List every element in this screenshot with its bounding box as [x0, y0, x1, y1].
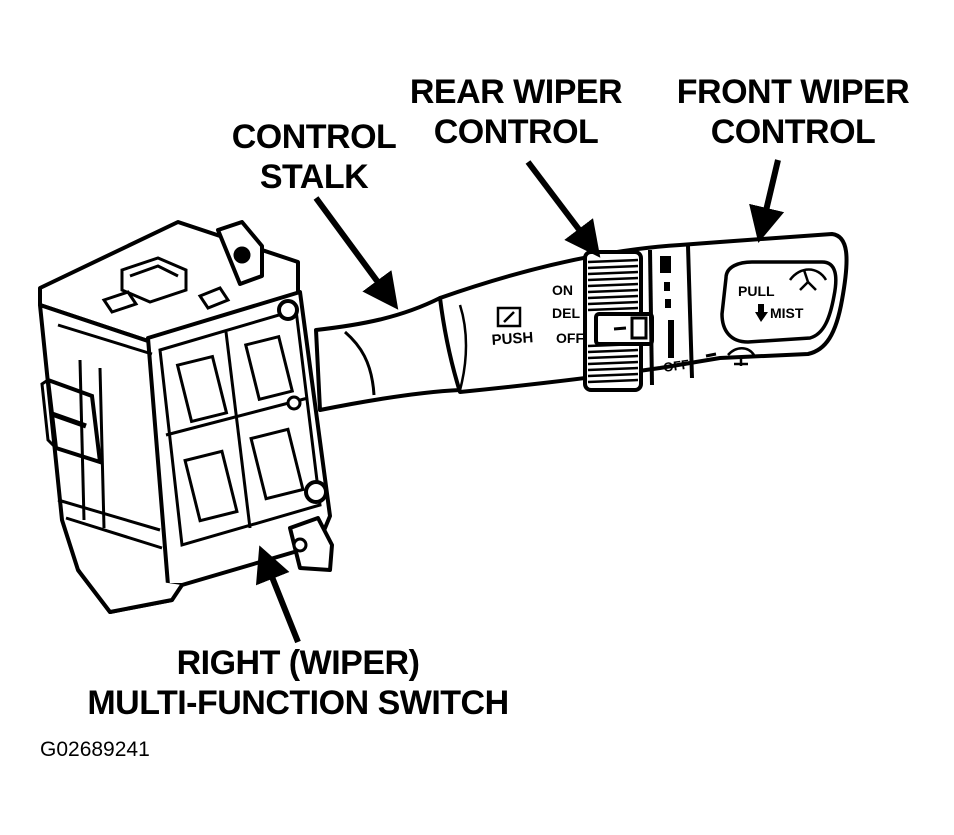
- figure-id: G02689241: [40, 738, 150, 761]
- arrow-rear-wiper: [525, 160, 601, 258]
- del-marking: DEL: [552, 305, 580, 321]
- switch-details: [40, 246, 328, 553]
- off-rear-marking: OFF: [556, 330, 584, 346]
- rear-wiper-ring: [583, 250, 654, 392]
- front-wiper-band: [648, 245, 717, 386]
- rear-window-icon: [496, 306, 522, 328]
- switch-label-line1: RIGHT (WIPER): [176, 644, 420, 682]
- arrow-control-stalk: [313, 196, 399, 310]
- multi-function-switch-label: RIGHT (WIPER) MULTI-FUNCTION SWITCH: [68, 643, 528, 723]
- control-stalk-label-line1: CONTROL: [231, 118, 397, 156]
- push-marking: PUSH: [491, 329, 534, 349]
- on-marking: ON: [552, 282, 573, 298]
- washer-icon: [727, 347, 756, 366]
- mist-marking: MIST: [770, 305, 804, 321]
- front-wiper-end-plate: [720, 260, 838, 344]
- front-wiper-label-line2: CONTROL: [710, 113, 876, 151]
- windshield-wiper-icon: [788, 268, 828, 291]
- control-stalk-label: CONTROL STALK: [222, 117, 406, 197]
- control-stalk-label-line2: STALK: [259, 158, 369, 196]
- leader-arrows: [255, 159, 785, 644]
- rear-wiper-control-label: REAR WIPER CONTROL: [398, 72, 634, 152]
- rear-wiper-label-line2: CONTROL: [433, 113, 599, 151]
- off-front-marking: OFF: [662, 356, 690, 374]
- mist-arrow-icon: [755, 304, 768, 322]
- front-wiper-control-label: FRONT WIPER CONTROL: [664, 72, 922, 152]
- arrow-switch: [255, 545, 301, 644]
- switch-label-line2: MULTI-FUNCTION SWITCH: [87, 684, 509, 722]
- pull-marking: PULL: [738, 283, 775, 299]
- front-wiper-label-line1: FRONT WIPER: [676, 73, 910, 111]
- rear-wiper-label-line1: REAR WIPER: [409, 73, 623, 111]
- arrow-front-wiper: [749, 159, 785, 244]
